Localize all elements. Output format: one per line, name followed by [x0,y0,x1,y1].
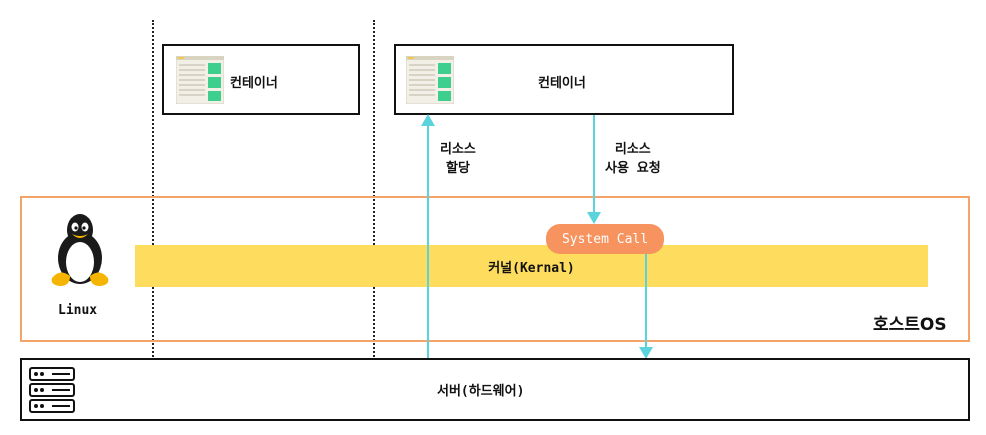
container-app-icon [406,56,454,104]
container-box-1: 컨테이너 [162,44,360,115]
syscall-arrow-head [639,347,653,359]
separator-line-left [152,20,154,360]
linux-penguin-icon [51,214,109,286]
container-label-1: 컨테이너 [230,76,278,91]
syscall-arrow-line [645,254,647,350]
allocate-arrow-line [427,122,429,359]
system-call-pill: System Call [546,224,664,254]
allocate-arrow-head [421,114,435,126]
container-label-2: 컨테이너 [538,76,586,91]
kernel-bar: 커널(Kernal) [135,245,928,287]
allocate-label: 리소스 할당 [440,142,476,176]
separator-line-right [373,20,375,360]
request-arrow-head [587,212,601,224]
container-box-2: 컨테이너 [394,44,734,115]
server-label: 서버(하드웨어) [437,384,525,399]
request-label: 리소스 사용 요청 [605,142,661,176]
server-rack-icon [29,367,75,413]
linux-label: Linux [58,303,98,318]
request-arrow-line [593,115,595,215]
kernel-label: 커널(Kernal) [488,260,575,276]
container-app-icon [176,56,224,104]
host-os-label: 호스트OS [873,315,947,335]
host-os-box [20,196,970,342]
server-box: 서버(하드웨어) [20,358,970,421]
